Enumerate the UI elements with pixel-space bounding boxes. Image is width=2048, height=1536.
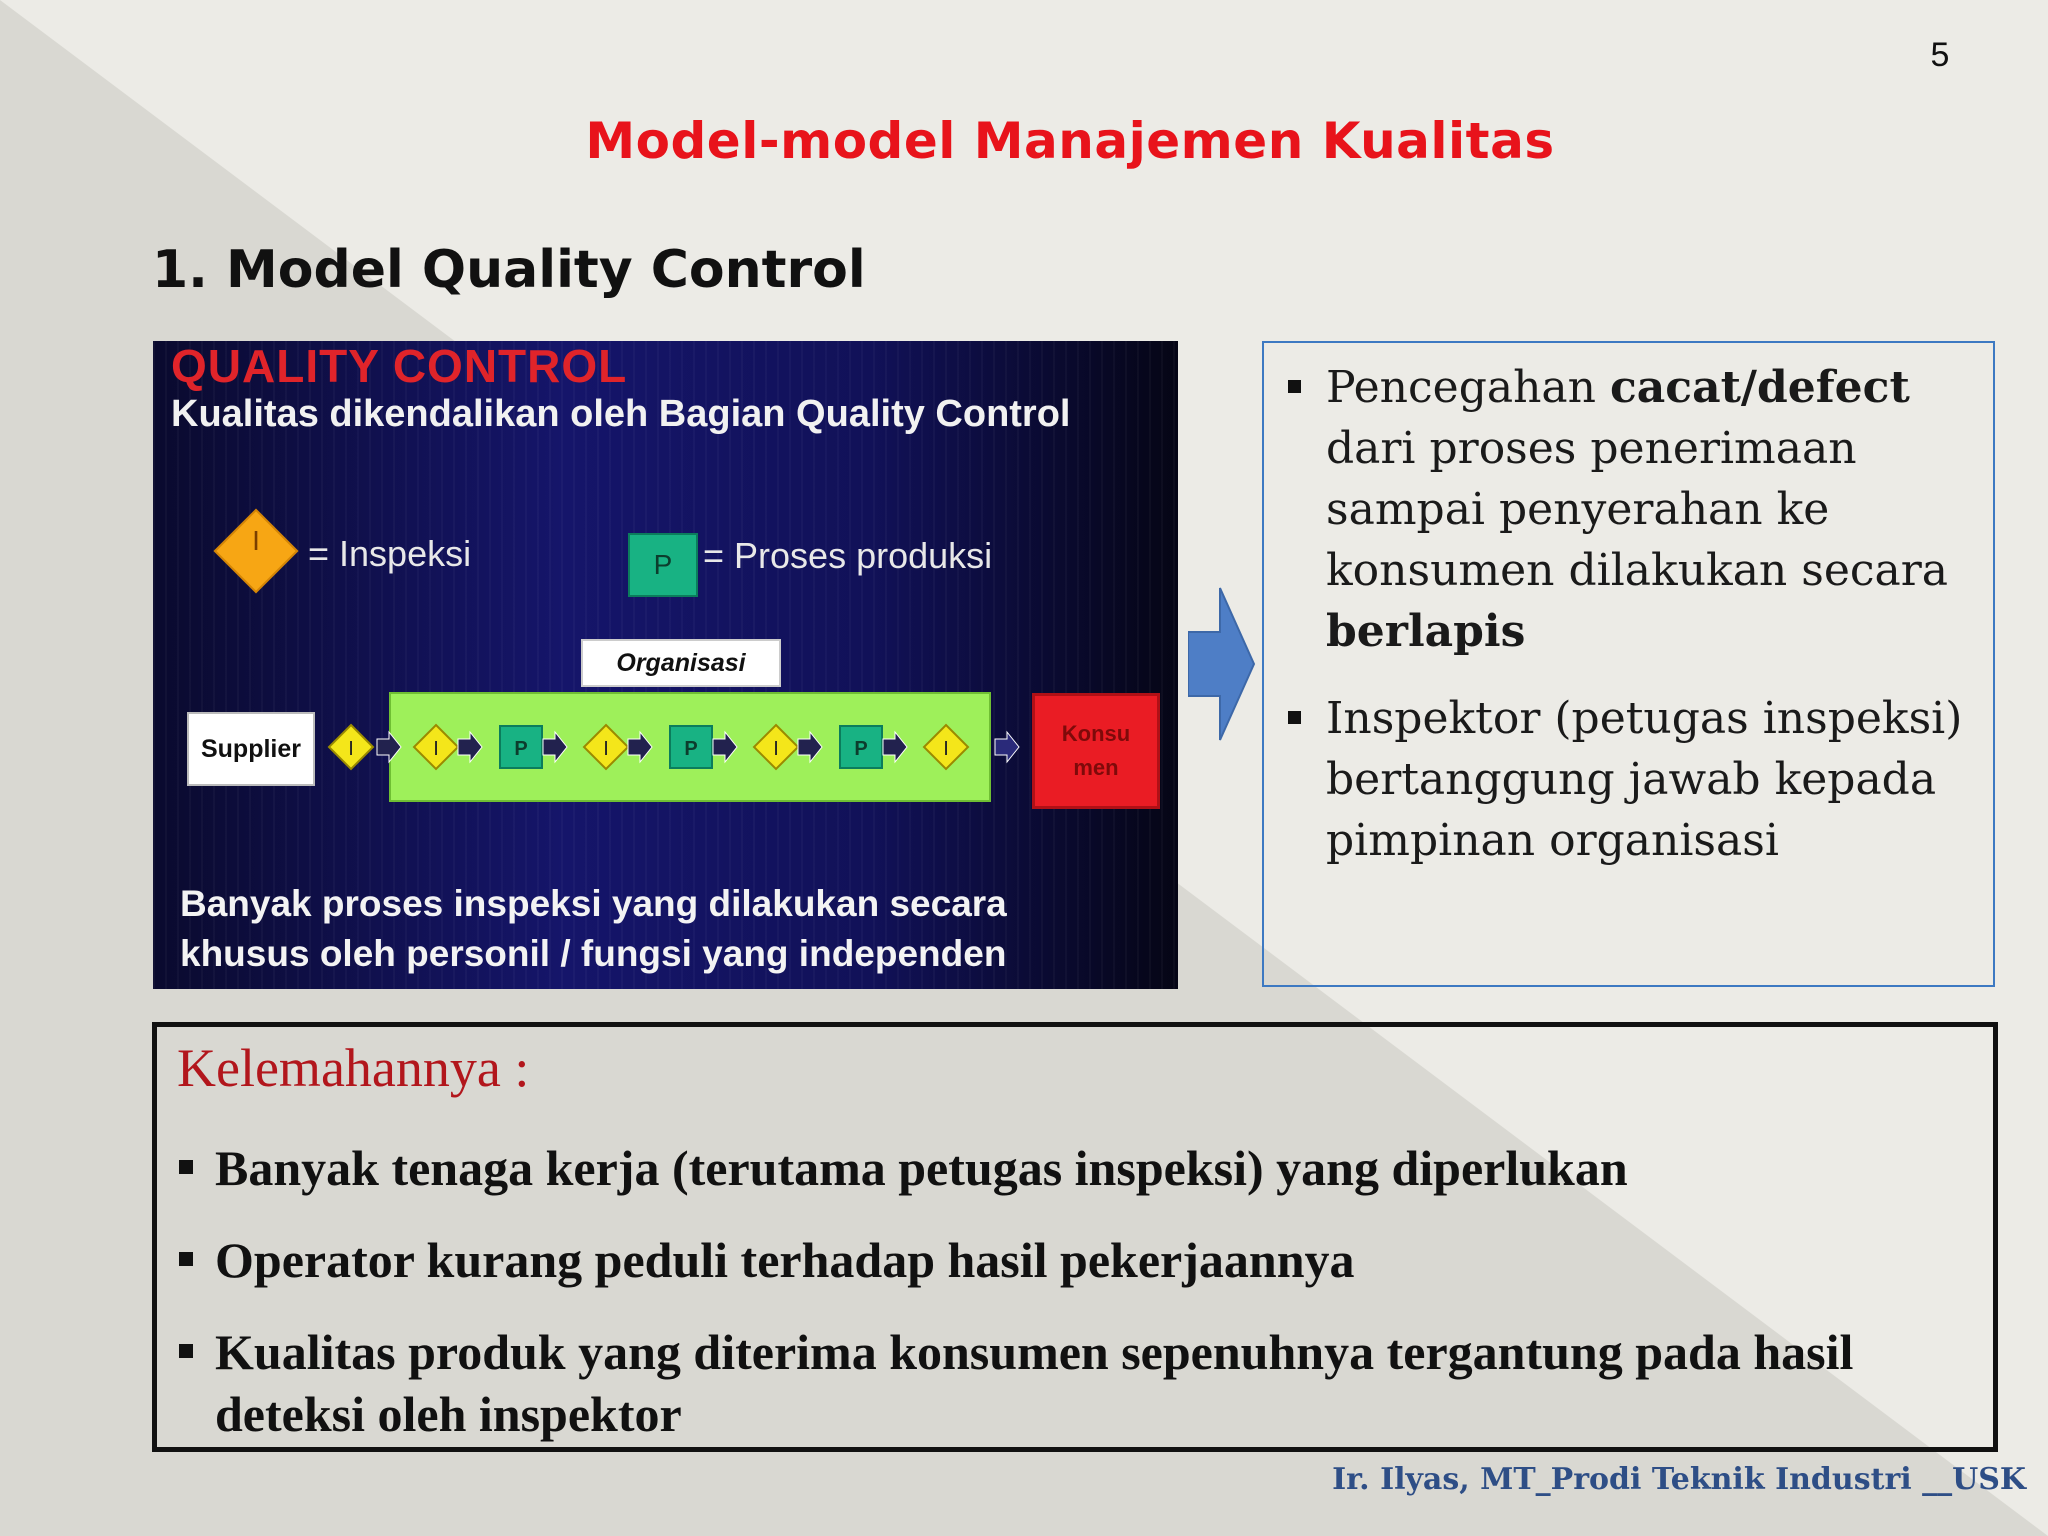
description-emphasis: berlapis bbox=[1326, 606, 1526, 657]
square-bullet-icon bbox=[179, 1160, 193, 1174]
weaknesses-list: Banyak tenaga kerja (terutama petugas in… bbox=[177, 1137, 1967, 1475]
square-bullet-icon bbox=[1288, 380, 1301, 393]
flow-arrow-icon bbox=[994, 730, 1020, 764]
diagram-bottom-caption: Banyak proses inspeksi yang dilakukan se… bbox=[180, 883, 1007, 974]
flow-arrow-icon bbox=[712, 730, 738, 764]
legend-inspection-label: = Inspeksi bbox=[308, 533, 472, 574]
flow-arrow-icon bbox=[542, 730, 568, 764]
section-heading: 1. Model Quality Control bbox=[152, 240, 866, 300]
square-bullet-icon bbox=[179, 1252, 193, 1266]
quality-control-diagram: QUALITY CONTROL Kualitas dikendalikan ol… bbox=[153, 341, 1178, 989]
organization-label: Organisasi bbox=[581, 639, 781, 687]
diagram-title: QUALITY CONTROL bbox=[171, 341, 628, 392]
process-square-icon: P bbox=[628, 533, 698, 597]
process-letter: P bbox=[514, 738, 527, 760]
description-item: Pencegahan cacat/defect dari proses pene… bbox=[1288, 357, 1978, 662]
slide-number: 5 bbox=[1930, 36, 1950, 74]
process-square-icon bbox=[499, 725, 543, 769]
weakness-text: Kualitas produk yang diterima konsumen s… bbox=[215, 1324, 1854, 1442]
flow-arrow-icon bbox=[882, 730, 908, 764]
consumer-box: Konsu men bbox=[1032, 693, 1160, 809]
square-bullet-icon bbox=[1288, 711, 1301, 724]
inspection-letter: I bbox=[603, 738, 609, 760]
right-arrow-icon bbox=[1188, 587, 1256, 741]
weakness-text: Banyak tenaga kerja (terutama petugas in… bbox=[215, 1140, 1628, 1196]
inspection-letter: I bbox=[943, 738, 949, 760]
diagram-subtitle: Kualitas dikendalikan oleh Bagian Qualit… bbox=[171, 393, 1071, 435]
supplier-box: Supplier bbox=[187, 712, 315, 786]
footer-author: Ir. Ilyas, MT_Prodi Teknik Industri __US… bbox=[1332, 1462, 2026, 1497]
inspection-diamond-icon bbox=[327, 723, 375, 771]
qc-description-list: Pencegahan cacat/defect dari proses pene… bbox=[1288, 357, 1978, 897]
weaknesses-box: Kelemahannya : Banyak tenaga kerja (teru… bbox=[152, 1022, 1998, 1452]
description-emphasis: cacat/defect bbox=[1609, 362, 1910, 413]
legend-process-symbol: P bbox=[653, 549, 673, 580]
flow-arrow-icon bbox=[376, 730, 402, 764]
weakness-text: Operator kurang peduli terhadap hasil pe… bbox=[215, 1232, 1355, 1288]
flow-arrow-icon bbox=[797, 730, 823, 764]
inspection-diamond-icon bbox=[582, 723, 630, 771]
description-text: Pencegahan bbox=[1326, 362, 1610, 413]
process-square-icon bbox=[839, 725, 883, 769]
legend-inspection-symbol: I bbox=[252, 525, 260, 556]
process-letter: P bbox=[684, 738, 697, 760]
inspection-diamond-icon bbox=[412, 723, 460, 771]
process-square-icon bbox=[669, 725, 713, 769]
description-text: Inspektor (petugas inspeksi) bertanggung… bbox=[1326, 693, 1963, 866]
inspection-diamond-icon bbox=[752, 723, 800, 771]
square-bullet-icon bbox=[179, 1344, 193, 1358]
slide-title: Model-model Manajemen Kualitas bbox=[585, 112, 1555, 170]
inspection-letter: I bbox=[348, 738, 354, 760]
qc-description-box: Pencegahan cacat/defect dari proses pene… bbox=[1262, 341, 1995, 987]
legend-process-label: = Proses produksi bbox=[703, 535, 993, 576]
description-item: Inspektor (petugas inspeksi) bertanggung… bbox=[1288, 688, 1978, 871]
weakness-item: Banyak tenaga kerja (terutama petugas in… bbox=[177, 1137, 1967, 1199]
process-letter: P bbox=[854, 738, 867, 760]
flow-arrow-icon bbox=[457, 730, 483, 764]
weakness-item: Operator kurang peduli terhadap hasil pe… bbox=[177, 1229, 1967, 1291]
description-text: dari proses penerimaan sampai penyerahan… bbox=[1326, 423, 1949, 596]
inspection-letter: I bbox=[773, 738, 779, 760]
weaknesses-title: Kelemahannya : bbox=[177, 1038, 530, 1098]
flow-arrow-icon bbox=[627, 730, 653, 764]
weakness-item: Kualitas produk yang diterima konsumen s… bbox=[177, 1321, 1967, 1445]
inspection-diamond-icon bbox=[922, 723, 970, 771]
inspection-letter: I bbox=[433, 738, 439, 760]
